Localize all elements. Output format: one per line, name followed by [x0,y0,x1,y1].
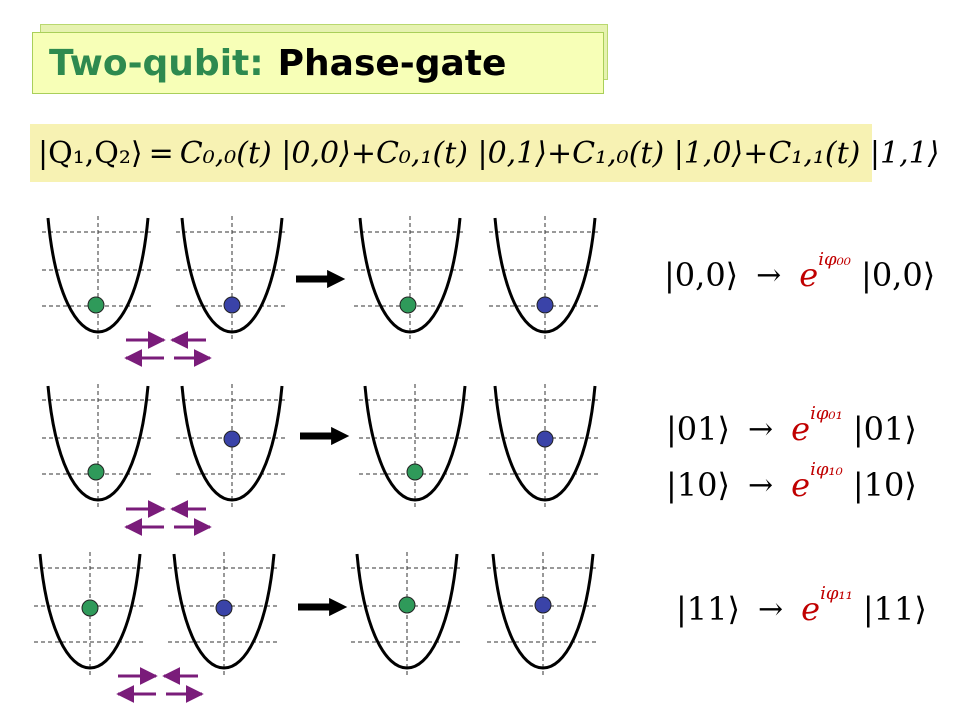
potential-well-icon [355,553,459,670]
rule-00-from: |0,0⟩ [664,256,739,294]
rule-10-from: |10⟩ [666,466,730,504]
potential-well-r2-a [42,384,154,510]
potential-well-r3-a [34,552,146,678]
potential-well-r1-a [42,216,154,342]
rule-00-arrow: → [756,257,782,293]
qubit-r1-a [87,296,105,314]
qubit-r3-d [534,596,552,614]
state-term-00: C₀,₀(t) |0,0⟩ [179,135,351,171]
qubit-r1-c [399,296,417,314]
potential-well-r2-c [359,384,471,510]
qubit-r2-a [87,463,105,481]
potential-well-icon [363,385,467,502]
potential-well-icon [180,385,284,502]
potential-well-icon [46,217,150,334]
rule-01-exp: e [791,410,811,448]
page-title: Phase-gate [277,42,507,84]
rule-00-exp: e [799,256,819,294]
qubit-r2-b [223,430,241,448]
potential-well-r1-d [489,216,601,342]
qubit-r1-b [223,296,241,314]
qubit-r3-b [215,599,233,617]
rule-10-phase: iφ₁₀ [810,458,843,480]
rule-01: |01⟩ → e iφ₀₁ |01⟩ [666,403,917,449]
rule-01-phase: iφ₀₁ [810,402,843,424]
potential-well-icon [358,217,462,334]
potential-well-r1-c [354,216,466,342]
rule-11-from: |11⟩ [676,590,740,628]
rule-11-exp: e [801,590,821,628]
rule-00-to: |0,0⟩ [861,256,936,294]
potential-well-r3-c [351,552,463,678]
potential-well-icon [493,217,597,334]
potential-well-icon [491,553,595,670]
potential-well-r2-b [176,384,288,510]
potential-well-icon [493,385,597,502]
potential-well-r2-d [489,384,601,510]
rule-00: |0,0⟩ → e iφ₀₀ |0,0⟩ [664,249,936,295]
rule-00-phase: iφ₀₀ [818,248,852,270]
qubit-r3-c [398,596,416,614]
rule-10-exp: e [791,466,811,504]
title-box: Two-qubit: Phase-gate [32,32,604,94]
state-term-11: +C₁,₁(t) |1,1⟩ [743,135,940,171]
qubit-r2-c [406,463,424,481]
qubit-r2-d [536,430,554,448]
rule-10-arrow: → [747,467,774,503]
potential-well-r3-b [168,552,280,678]
rule-11-phase: iφ₁₁ [820,582,853,604]
potential-well-r1-b [176,216,288,342]
state-ket: |Q₁,Q₂⟩ [38,135,143,171]
state-term-01: +C₀,₁(t) |0,1⟩ [350,135,548,171]
rule-10-to: |10⟩ [852,466,917,504]
state-term-10: +C₁,₀(t) |1,0⟩ [547,135,744,171]
rule-01-from: |01⟩ [666,410,730,448]
rule-11-to: |11⟩ [862,590,927,628]
potential-well-icon [180,217,284,334]
rule-01-to: |01⟩ [852,410,917,448]
title-prefix: Two-qubit: [49,42,264,84]
potential-well-icon [46,385,150,502]
potential-well-icon [38,553,142,670]
potential-well-r3-d [487,552,599,678]
state-equation: |Q₁,Q₂⟩ = C₀,₀(t) |0,0⟩ +C₀,₁(t) |0,1⟩ +… [30,124,939,182]
rule-11-arrow: → [757,591,784,627]
qubit-r1-d [536,296,554,314]
rule-10: |10⟩ → e iφ₁₀ |10⟩ [666,459,917,505]
qubit-r3-a [81,599,99,617]
potential-well-icon [172,553,276,670]
rule-01-arrow: → [747,411,774,447]
rule-11: |11⟩ → e iφ₁₁ |11⟩ [676,583,927,629]
state-equals: = [148,135,174,171]
